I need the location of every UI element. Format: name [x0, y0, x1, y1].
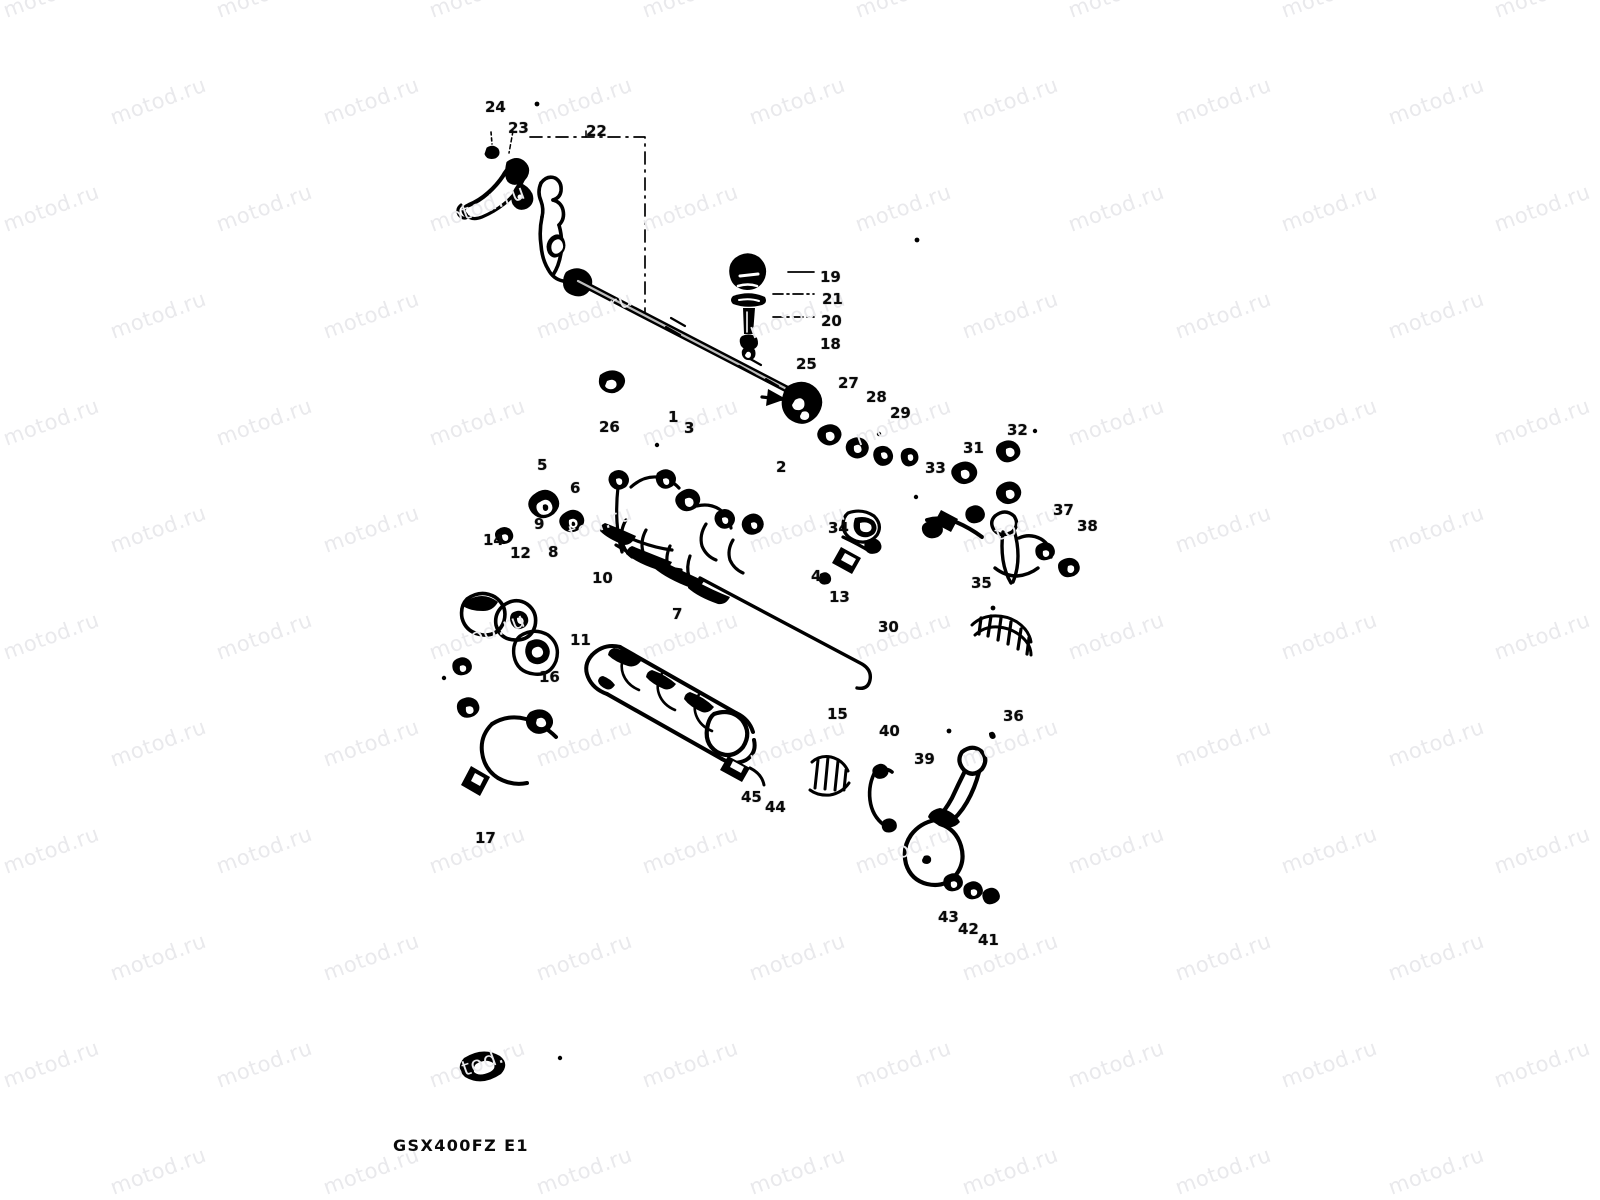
part-row-washers-clips	[817, 424, 1021, 485]
callout-number-31: 31	[963, 439, 984, 457]
callout-number-15: 15	[827, 705, 848, 723]
callout-number-8: 8	[548, 543, 559, 561]
callout-number-30: 30	[878, 618, 899, 636]
callout-number-42: 42	[958, 920, 979, 938]
callout-number-13: 13	[829, 588, 850, 606]
callout-number-17: 17	[475, 829, 496, 847]
callout-number-7: 7	[672, 605, 683, 623]
part-26-clip	[598, 370, 626, 394]
callout-number-19: 19	[820, 268, 841, 286]
callout-number-43: 43	[938, 908, 959, 926]
callout-number-41: 41	[978, 931, 999, 949]
callout-number-9: 9	[534, 515, 545, 533]
callout-number-21: 21	[822, 290, 843, 308]
part-left-bearing-plate	[452, 591, 560, 796]
callout-number-33: 33	[925, 459, 946, 477]
callout-number-28: 28	[866, 388, 887, 406]
part-detent-bolt-assembly	[729, 253, 767, 361]
part-39-pedal-lever	[867, 745, 1000, 905]
part-27-cam-ball	[760, 381, 823, 424]
callout-number-27: 27	[838, 374, 859, 392]
part-group-center-right	[819, 509, 882, 585]
callout-number-23: 23	[508, 119, 529, 137]
part-group-right-cluster	[921, 481, 1080, 585]
part-coil-spring-right	[970, 614, 1033, 657]
callout-number-26: 26	[599, 418, 620, 436]
callout-number-22: 22	[586, 122, 607, 140]
callout-number-29: 29	[890, 404, 911, 422]
callout-number-40: 40	[879, 722, 900, 740]
part-23-stopper-arm	[456, 158, 534, 221]
callout-number-14: 14	[483, 531, 504, 549]
callout-number-45: 45	[741, 788, 762, 806]
fork-cluster-ink	[600, 523, 730, 605]
callout-number-18: 18	[820, 335, 841, 353]
callout-number-6: 6	[570, 479, 581, 497]
callout-number-32: 32	[1007, 421, 1028, 439]
part-loose-washer-bottom	[459, 1051, 506, 1082]
part-15-gearshift-drum	[584, 644, 766, 787]
callout-number-12: 12	[510, 544, 531, 562]
part-group-45-44	[808, 755, 851, 797]
callout-number-34: 34	[828, 519, 849, 537]
part-cluster-bushings	[495, 489, 585, 545]
part-36-clip	[989, 731, 996, 739]
callout-number-39: 39	[914, 750, 935, 768]
callout-number-37: 37	[1053, 501, 1074, 519]
callout-number-38: 38	[1077, 517, 1098, 535]
part-24-nut	[484, 131, 500, 159]
callout-number-24: 24	[485, 98, 506, 116]
callout-number-5: 5	[537, 456, 548, 474]
callout-number-3: 3	[684, 419, 695, 437]
callout-number-16: 16	[539, 668, 560, 686]
diagram-caption: GSX400FZ E1	[393, 1136, 529, 1155]
callout-number-10: 10	[592, 569, 613, 587]
callout-number-44: 44	[765, 798, 786, 816]
callout-number-1: 1	[668, 408, 679, 426]
callout-number-35: 35	[971, 574, 992, 592]
callout-number-4: 4	[811, 567, 822, 585]
part-7-fork-shaft	[698, 576, 873, 691]
diagram-specks	[441, 101, 1038, 1061]
callout-number-25: 25	[796, 355, 817, 373]
callout-number-2: 2	[776, 458, 787, 476]
callout-number-20: 20	[821, 312, 842, 330]
callout-number-36: 36	[1003, 707, 1024, 725]
callout-number-11: 11	[570, 631, 591, 649]
part-22-gearshift-shaft	[537, 175, 814, 410]
